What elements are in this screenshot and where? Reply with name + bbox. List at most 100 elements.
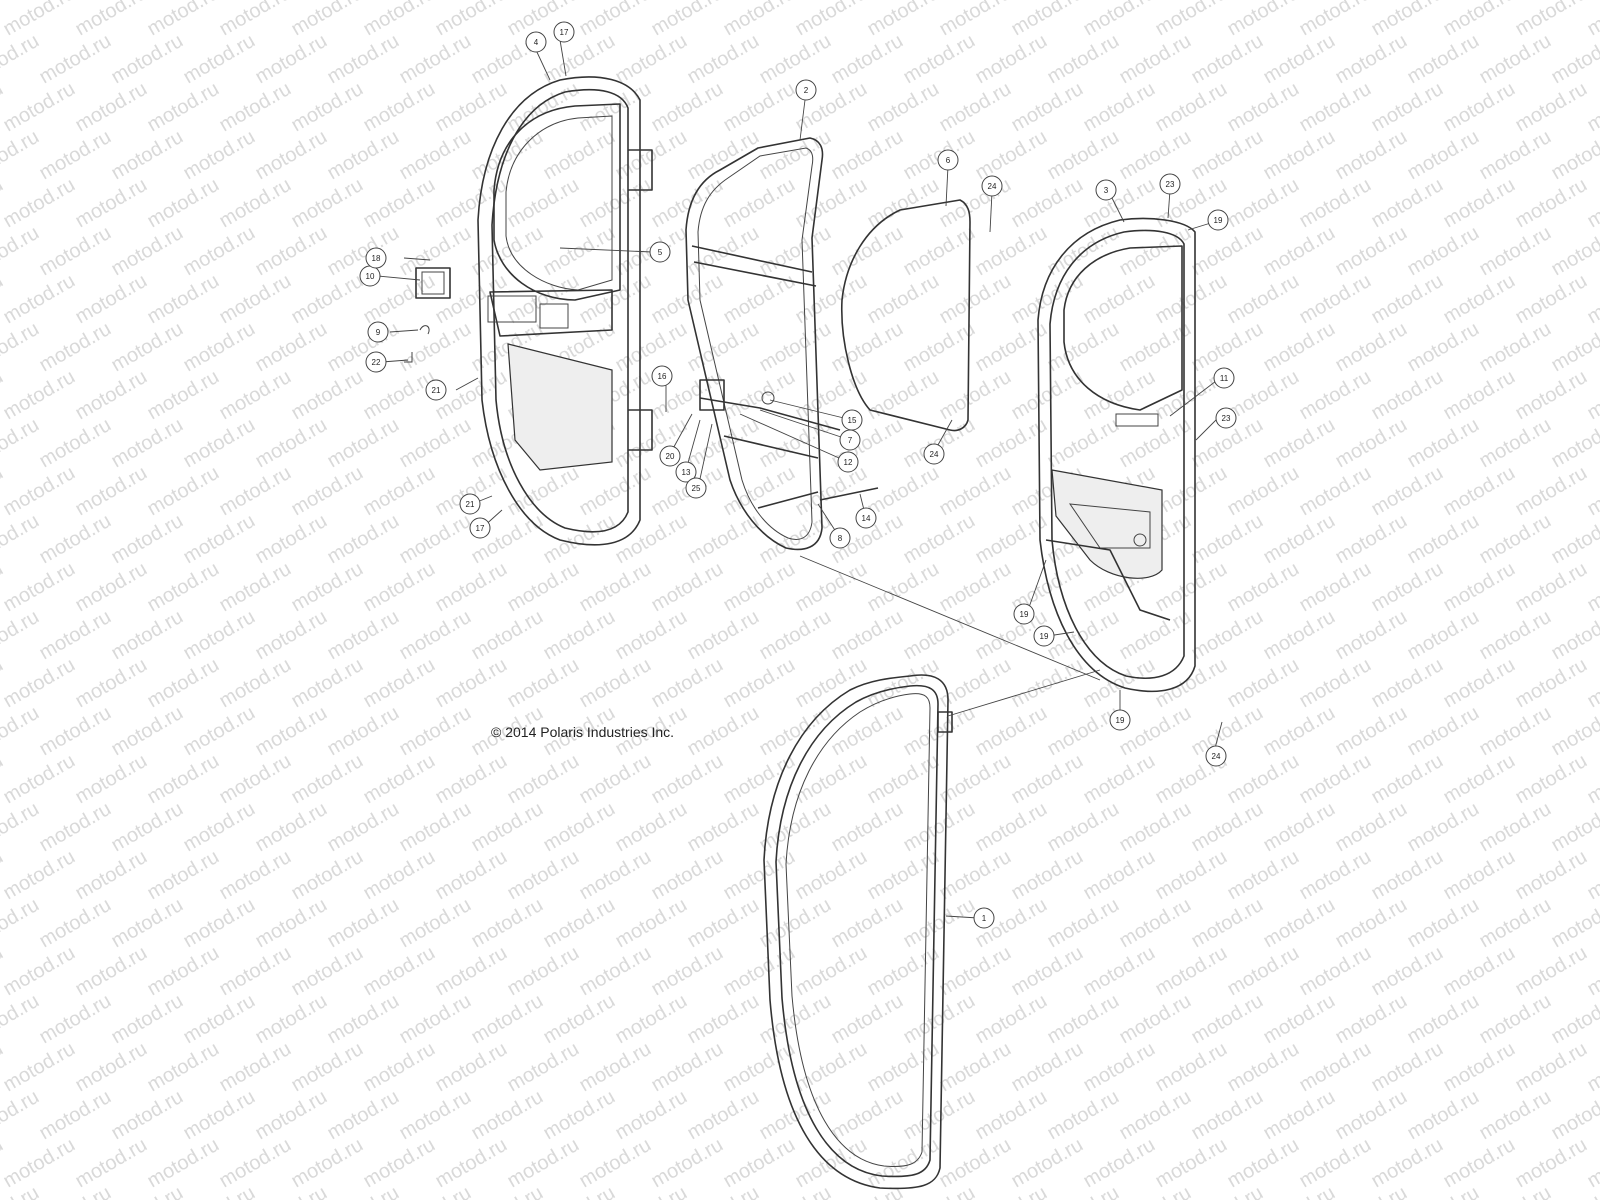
callout-7: 7 <box>839 429 861 451</box>
callout-label: 1 <box>982 914 987 923</box>
callout-circle <box>659 445 681 467</box>
callout-label: 19 <box>1040 632 1049 641</box>
callout-label: 11 <box>1220 374 1229 383</box>
callout-label: 5 <box>658 248 663 257</box>
callout-circle <box>841 409 863 431</box>
callout-label: 20 <box>666 452 675 461</box>
callout-10: 10 <box>359 265 381 287</box>
callout-23: 23 <box>1159 173 1181 195</box>
callout-circle <box>923 443 945 465</box>
callout-17: 17 <box>469 517 491 539</box>
callout-label: 3 <box>1104 186 1109 195</box>
callout-19: 19 <box>1109 709 1131 731</box>
callout-label: 23 <box>1166 180 1175 189</box>
callout-circle <box>1033 625 1055 647</box>
callout-circle <box>1095 179 1117 201</box>
callout-15: 15 <box>841 409 863 431</box>
callout-label: 21 <box>432 386 441 395</box>
callout-4: 4 <box>525 31 547 53</box>
callout-16: 16 <box>651 365 673 387</box>
callout-circle <box>525 31 547 53</box>
callout-circle <box>425 379 447 401</box>
callout-8: 8 <box>829 527 851 549</box>
callout-label: 17 <box>476 524 485 533</box>
callout-label: 8 <box>838 534 843 543</box>
callout-label: 23 <box>1222 414 1231 423</box>
callout-5: 5 <box>649 241 671 263</box>
callout-20: 20 <box>659 445 681 467</box>
callout-circle <box>937 149 959 171</box>
callout-14: 14 <box>855 507 877 529</box>
linkage-rods <box>699 379 879 501</box>
callout-circle <box>367 321 389 343</box>
callout-circle <box>837 451 859 473</box>
callout-18: 18 <box>365 247 387 269</box>
callout-24: 24 <box>923 443 945 465</box>
callout-label: 14 <box>862 514 871 523</box>
callout-label: 18 <box>372 254 381 263</box>
callout-21: 21 <box>425 379 447 401</box>
callout-19: 19 <box>1033 625 1055 647</box>
callout-circle <box>1205 745 1227 767</box>
callout-label: 25 <box>692 484 701 493</box>
door-frame <box>685 137 824 551</box>
callout-label: 19 <box>1020 610 1029 619</box>
callout-24: 24 <box>981 175 1003 197</box>
callout-circle <box>1207 209 1229 231</box>
callout-circle <box>651 365 673 387</box>
callout-label: 7 <box>848 436 853 445</box>
callout-label: 24 <box>988 182 997 191</box>
callout-circle <box>685 477 707 499</box>
callout-1: 1 <box>973 907 995 929</box>
callout-circle <box>459 493 481 515</box>
callout-circle <box>973 907 995 929</box>
callout-17: 17 <box>553 21 575 43</box>
callout-12: 12 <box>837 451 859 473</box>
callout-label: 12 <box>844 458 853 467</box>
callout-layer: 1234567891011121314151617171819191919202… <box>359 21 1237 929</box>
callout-label: 24 <box>930 450 939 459</box>
latch-assembly-left <box>404 267 451 363</box>
callout-3: 3 <box>1095 179 1117 201</box>
callout-13: 13 <box>675 461 697 483</box>
callout-circle <box>1013 603 1035 625</box>
callout-label: 13 <box>682 468 691 477</box>
callout-circle <box>795 79 817 101</box>
callout-label: 24 <box>1212 752 1221 761</box>
callout-label: 9 <box>376 328 381 337</box>
callout-label: 15 <box>848 416 857 425</box>
callout-label: 17 <box>560 28 569 37</box>
callout-19: 19 <box>1013 603 1035 625</box>
callout-25: 25 <box>685 477 707 499</box>
callout-circle <box>1213 367 1235 389</box>
copyright-notice: © 2014 Polaris Industries Inc. <box>491 724 675 740</box>
callout-22: 22 <box>365 351 387 373</box>
callout-19: 19 <box>1207 209 1229 231</box>
callout-circle <box>1109 709 1131 731</box>
window-panel <box>840 199 971 432</box>
callout-label: 22 <box>372 358 381 367</box>
callout-2: 2 <box>795 79 817 101</box>
callout-label: 21 <box>466 500 475 509</box>
leader-lines <box>377 39 1223 919</box>
callout-label: 19 <box>1116 716 1125 725</box>
callout-label: 6 <box>946 156 951 165</box>
callout-label: 16 <box>658 372 667 381</box>
callout-23: 23 <box>1215 407 1237 429</box>
callout-circle <box>855 507 877 529</box>
callout-24: 24 <box>1205 745 1227 767</box>
callout-circle <box>675 461 697 483</box>
callout-circle <box>365 247 387 269</box>
callout-circle <box>1159 173 1181 195</box>
callout-circle <box>649 241 671 263</box>
door-inner-panel-right <box>1037 217 1196 693</box>
callout-circle <box>981 175 1003 197</box>
callout-circle <box>365 351 387 373</box>
callout-label: 2 <box>804 86 809 95</box>
callout-circle <box>1215 407 1237 429</box>
callout-circle <box>553 21 575 43</box>
door-seal <box>763 674 953 1190</box>
callout-9: 9 <box>367 321 389 343</box>
